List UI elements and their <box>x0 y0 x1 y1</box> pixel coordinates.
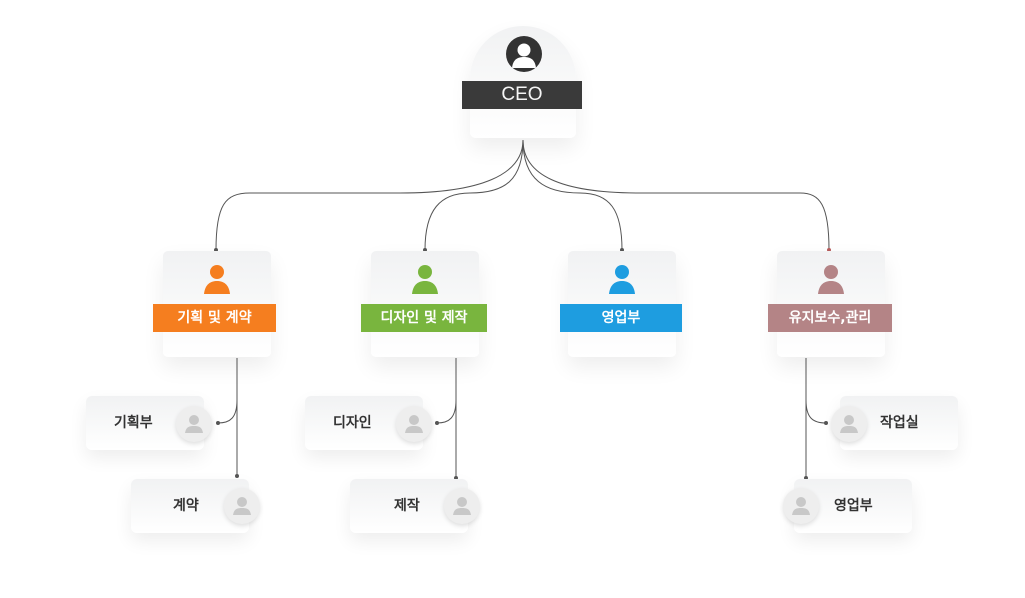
person-icon <box>831 406 867 442</box>
dept-label-sales: 영업부 <box>560 304 682 332</box>
sub-label: 디자인 <box>333 415 372 431</box>
connector-design-sub1 <box>436 399 457 424</box>
sub-card-workshop: 작업실 <box>840 396 958 450</box>
person-icon <box>176 406 212 442</box>
sub-label: 영업부 <box>834 498 873 514</box>
person-icon <box>506 36 542 72</box>
person-icon <box>396 406 432 442</box>
connector-ceo-maint <box>522 139 830 251</box>
ceo-label: CEO <box>462 81 582 109</box>
person-icon <box>412 265 438 294</box>
connector-ceo-design <box>424 139 524 251</box>
dept-label-planning: 기획 및 계약 <box>153 304 276 332</box>
sub-label: 기획부 <box>114 415 153 431</box>
sub-label: 제작 <box>394 498 420 514</box>
sub-card-contract: 계약 <box>131 479 249 533</box>
dept-label-maint: 유지보수,관리 <box>768 304 892 332</box>
connector-ceo-sales <box>522 139 623 251</box>
person-icon <box>609 265 635 294</box>
sub-label: 계약 <box>173 498 199 514</box>
connector-maint-sub1 <box>805 399 827 424</box>
person-icon <box>204 265 230 294</box>
connector-ceo-planning <box>215 139 524 251</box>
sub-label: 작업실 <box>880 415 919 431</box>
person-icon <box>818 265 844 294</box>
person-icon <box>224 488 260 524</box>
person-icon <box>444 488 480 524</box>
person-icon <box>783 488 819 524</box>
dept-label-design: 디자인 및 제작 <box>361 304 487 332</box>
connector-planning-sub1 <box>217 399 238 424</box>
